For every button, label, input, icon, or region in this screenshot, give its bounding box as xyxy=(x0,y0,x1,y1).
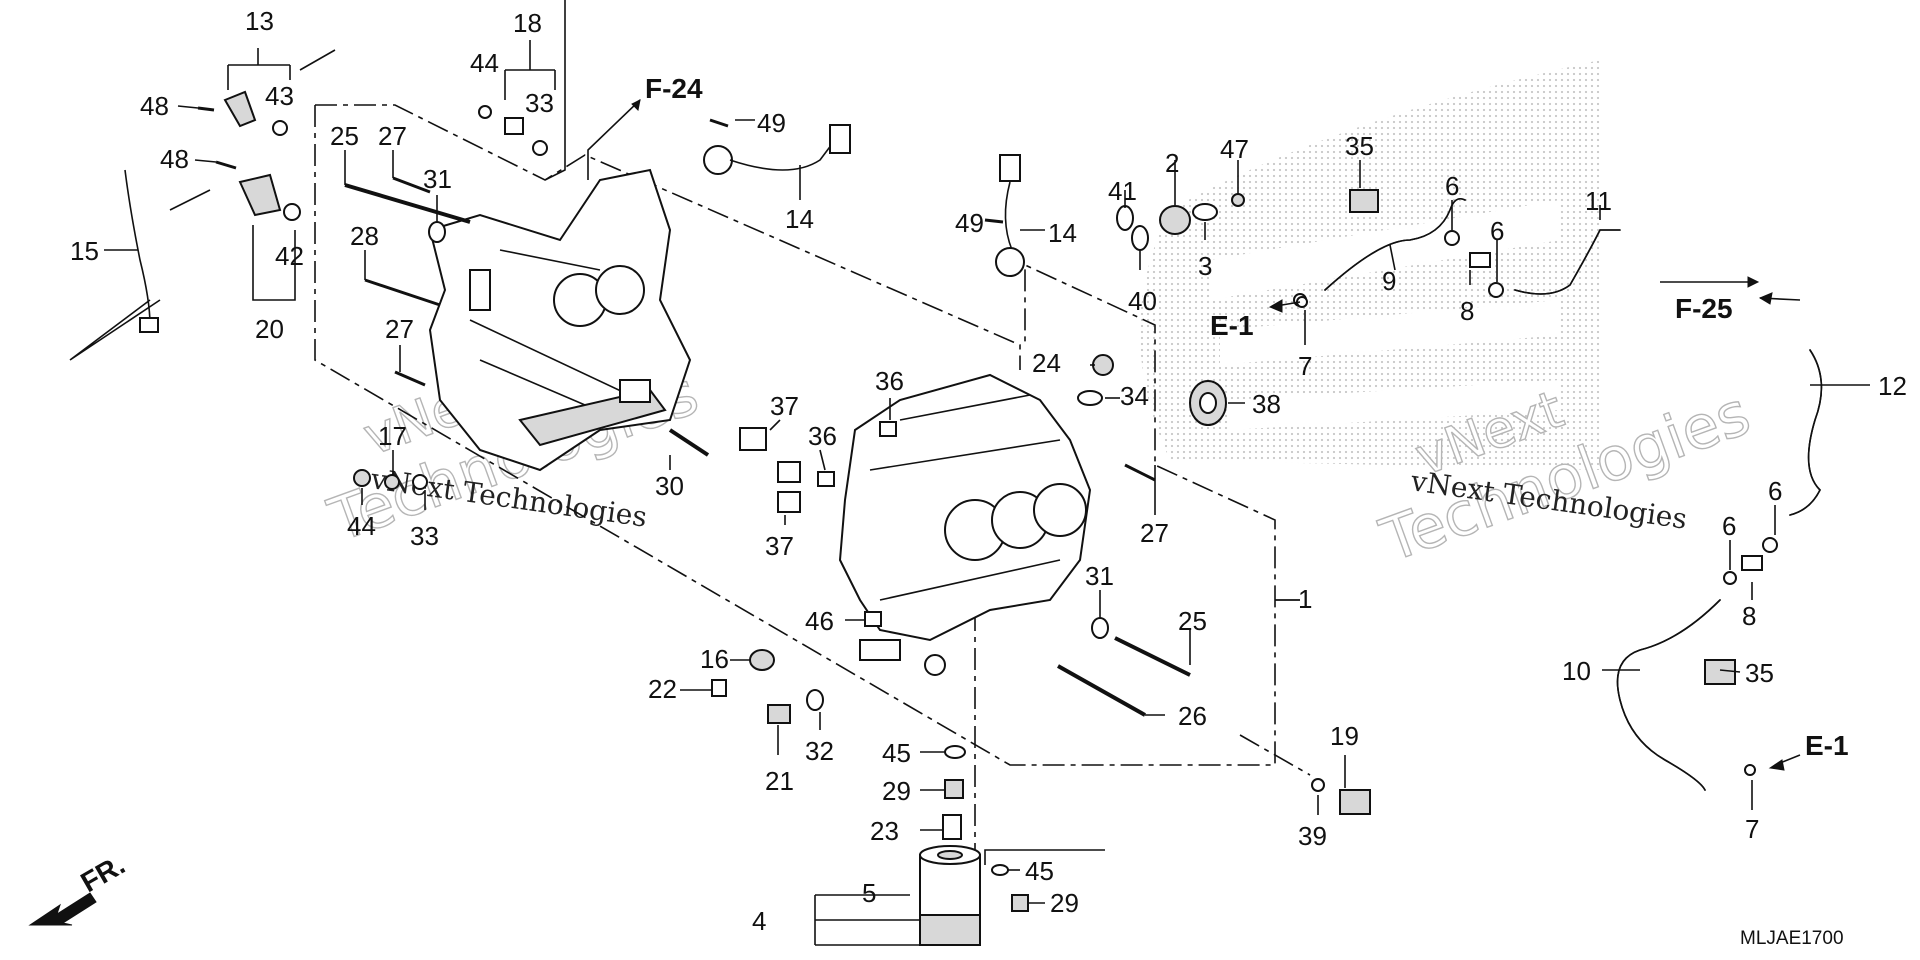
part-23: 23 xyxy=(870,816,899,846)
part-3: 3 xyxy=(1198,251,1212,281)
part-31: 31 xyxy=(423,164,452,194)
part-36: 36 xyxy=(808,421,837,451)
part-11: 11 xyxy=(1585,186,1612,216)
part-48: 48 xyxy=(160,144,189,174)
part-number-callouts: 13 48 43 48 15 42 20 18 44 33 49 14 25 2… xyxy=(70,6,1907,936)
part-1: 1 xyxy=(1298,584,1312,614)
part-49: 49 xyxy=(757,108,786,138)
part-47: 47 xyxy=(1220,134,1249,164)
wing-logo-watermark xyxy=(1140,60,1600,470)
part-6: 6 xyxy=(1722,511,1736,541)
part-28: 28 xyxy=(350,221,379,251)
ref-f25: F-25 xyxy=(1675,293,1733,324)
part-6: 6 xyxy=(1768,476,1782,506)
part-27: 27 xyxy=(385,314,414,344)
part-2: 2 xyxy=(1165,148,1179,178)
part-30: 30 xyxy=(655,471,684,501)
part-29: 29 xyxy=(882,776,911,806)
part-44: 44 xyxy=(470,48,499,78)
part-9: 9 xyxy=(1382,266,1396,296)
part-4: 4 xyxy=(752,906,766,936)
part-27: 27 xyxy=(1140,518,1169,548)
part-16: 16 xyxy=(700,644,729,674)
part-34: 34 xyxy=(1120,381,1149,411)
part-48: 48 xyxy=(140,91,169,121)
ref-f24: F-24 xyxy=(645,73,703,104)
leader-lines xyxy=(69,0,1870,946)
part-29: 29 xyxy=(1050,888,1079,918)
part-43: 43 xyxy=(265,81,294,111)
front-direction-label: FR. xyxy=(76,849,131,898)
part-31: 31 xyxy=(1085,561,1114,591)
small-parts xyxy=(124,90,1823,946)
part-49: 49 xyxy=(955,208,984,238)
part-36: 36 xyxy=(875,366,904,396)
part-15: 15 xyxy=(70,236,99,266)
part-21: 21 xyxy=(765,766,794,796)
part-33: 33 xyxy=(410,521,439,551)
part-24: 24 xyxy=(1032,348,1061,378)
part-44: 44 xyxy=(347,511,376,541)
part-7: 7 xyxy=(1745,814,1759,844)
part-18: 18 xyxy=(513,8,542,38)
part-45: 45 xyxy=(1025,856,1054,886)
part-17: 17 xyxy=(378,421,407,451)
front-arrow-icon xyxy=(28,892,97,926)
part-20: 20 xyxy=(255,314,284,344)
part-10: 10 xyxy=(1562,656,1591,686)
part-8: 8 xyxy=(1742,601,1756,631)
drawing-code: MLJAE1700 xyxy=(1740,928,1844,949)
ref-e1-lower: E-1 xyxy=(1805,730,1849,761)
part-7: 7 xyxy=(1298,351,1312,381)
part-35: 35 xyxy=(1345,131,1374,161)
front-direction-indicator: FR. xyxy=(28,849,131,926)
part-14: 14 xyxy=(1048,218,1077,248)
part-40: 40 xyxy=(1128,286,1157,316)
part-35: 35 xyxy=(1745,658,1774,688)
part-6: 6 xyxy=(1490,216,1504,246)
part-39: 39 xyxy=(1298,821,1327,851)
part-25: 25 xyxy=(1178,606,1207,636)
part-12: 12 xyxy=(1878,371,1907,401)
part-27: 27 xyxy=(378,121,407,151)
part-41: 41 xyxy=(1108,176,1137,206)
part-14: 14 xyxy=(785,204,814,234)
crankcase-upper xyxy=(428,168,692,472)
part-26: 26 xyxy=(1178,701,1207,731)
part-22: 22 xyxy=(648,674,677,704)
part-42: 42 xyxy=(275,241,304,271)
part-38: 38 xyxy=(1252,389,1281,419)
part-6: 6 xyxy=(1445,171,1459,201)
part-13: 13 xyxy=(245,6,274,36)
part-37: 37 xyxy=(770,391,799,421)
ref-e1-upper: E-1 xyxy=(1210,310,1254,341)
part-5: 5 xyxy=(862,878,876,908)
part-46: 46 xyxy=(805,606,834,636)
part-37: 37 xyxy=(765,531,794,561)
part-32: 32 xyxy=(805,736,834,766)
part-45: 45 xyxy=(882,738,911,768)
part-8: 8 xyxy=(1460,296,1474,326)
crankcase-lower xyxy=(838,373,1092,676)
part-19: 19 xyxy=(1330,721,1359,751)
part-25: 25 xyxy=(330,121,359,151)
part-33: 33 xyxy=(525,88,554,118)
